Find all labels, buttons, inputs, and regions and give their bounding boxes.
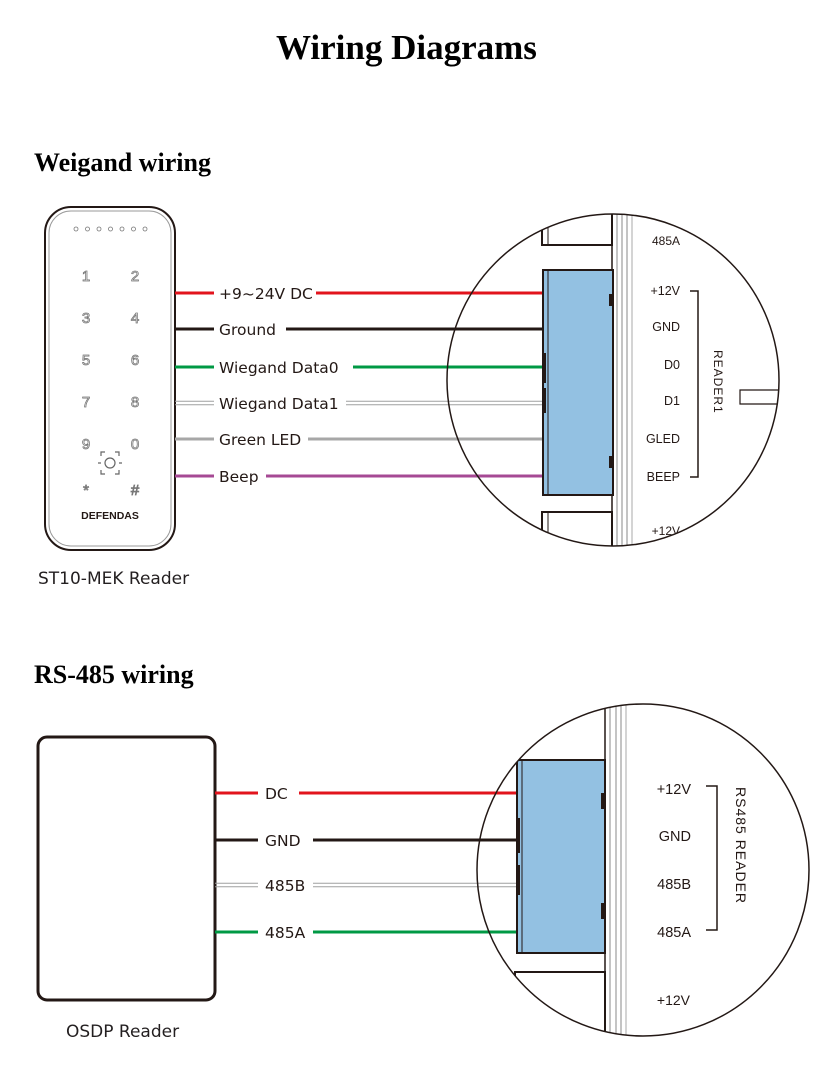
- status-leds: [73, 226, 148, 232]
- key-0: 0: [131, 436, 139, 453]
- key-1: 1: [82, 268, 90, 285]
- led-dot: [142, 226, 148, 232]
- wire-label: Green LED: [219, 431, 301, 449]
- brand-label: DEFENDAS: [81, 510, 139, 522]
- key-4: 4: [131, 310, 139, 327]
- wire-485a: 485A: [215, 924, 517, 942]
- terminal-485a: 485A: [657, 925, 691, 941]
- wire-label: Wiegand Data1: [219, 395, 339, 413]
- osdp-caption: OSDP Reader: [66, 1022, 180, 1042]
- wire-label: Ground: [219, 321, 276, 339]
- rs485-reader-label: RS485 READER: [733, 787, 749, 904]
- rs485-terminal-block: +12V +12V GND 485B 485A RS485 READER: [476, 703, 810, 1037]
- key-6: 6: [131, 352, 139, 369]
- page-title: Wiring Diagrams: [276, 28, 537, 67]
- wire-label: GND: [265, 832, 301, 850]
- led-dot: [73, 226, 79, 232]
- led-dot: [85, 226, 90, 232]
- terminal-+12v: +12V: [650, 284, 680, 298]
- key-3: 3: [82, 310, 90, 327]
- wire-label: +9~24V DC: [219, 285, 313, 303]
- wire-gled: Green LED: [175, 431, 543, 449]
- key-2: 2: [131, 268, 139, 285]
- led-dot: [96, 226, 102, 232]
- terminal-485b: 485B: [657, 877, 691, 893]
- wire-d0: Wiegand Data0: [175, 359, 543, 377]
- wire-dc: DC: [215, 785, 517, 803]
- led-dot: [119, 226, 125, 232]
- key-8: 8: [131, 394, 139, 411]
- wire-label: 485B: [265, 877, 305, 895]
- key-5: 5: [82, 352, 90, 369]
- key-star: *: [83, 482, 89, 499]
- wire-gnd: GND: [215, 832, 517, 850]
- card-reader-icon: [98, 451, 122, 475]
- terminal-d0: D0: [664, 358, 680, 372]
- key-hash: #: [131, 482, 140, 499]
- reader1-label: READER1: [711, 350, 725, 414]
- terminal-gnd: GND: [652, 320, 680, 334]
- wire-beep: Beep: [175, 468, 543, 486]
- wire-label: Beep: [219, 468, 259, 486]
- st10-mek-reader: 1 2 3 4 5 6 7 8 9 0 * # DEFENDAS: [44, 206, 176, 551]
- terminal-gnd: GND: [659, 829, 691, 845]
- terminal-d1: D1: [664, 394, 680, 408]
- wire-d1: Wiegand Data1: [175, 395, 543, 413]
- osdp-reader: [36, 735, 217, 1002]
- terminal-12v-below: +12V: [652, 524, 680, 538]
- rs485-connector: [516, 759, 606, 954]
- wire-485b: 485B: [215, 877, 517, 895]
- reader1-bracket: [690, 290, 699, 478]
- wire-label: 485A: [265, 924, 306, 942]
- rs485-heading: RS-485 wiring: [34, 660, 194, 689]
- led-dot: [131, 226, 136, 232]
- terminal-+12v: +12V: [657, 782, 692, 798]
- key-7: 7: [82, 394, 90, 411]
- wire-label: Wiegand Data0: [219, 359, 339, 377]
- rs485-bracket: [706, 785, 718, 931]
- terminal-beep: BEEP: [647, 470, 680, 484]
- led-dot: [108, 226, 113, 232]
- weigand-heading: Weigand wiring: [34, 148, 211, 177]
- reader1-connector: [542, 269, 614, 496]
- key-9: 9: [82, 436, 90, 453]
- wire-label: DC: [265, 785, 288, 803]
- keypad: 1 2 3 4 5 6 7 8 9 0 * #: [81, 268, 140, 500]
- terminal-gled: GLED: [646, 432, 680, 446]
- terminal-12v-below-rs485: +12V: [657, 992, 691, 1008]
- wire-+12v: +9~24V DC: [175, 285, 543, 303]
- terminal-485a-above: 485A: [652, 234, 680, 248]
- wire-gnd: Ground: [175, 321, 543, 339]
- st10-mek-caption: ST10-MEK Reader: [38, 569, 190, 589]
